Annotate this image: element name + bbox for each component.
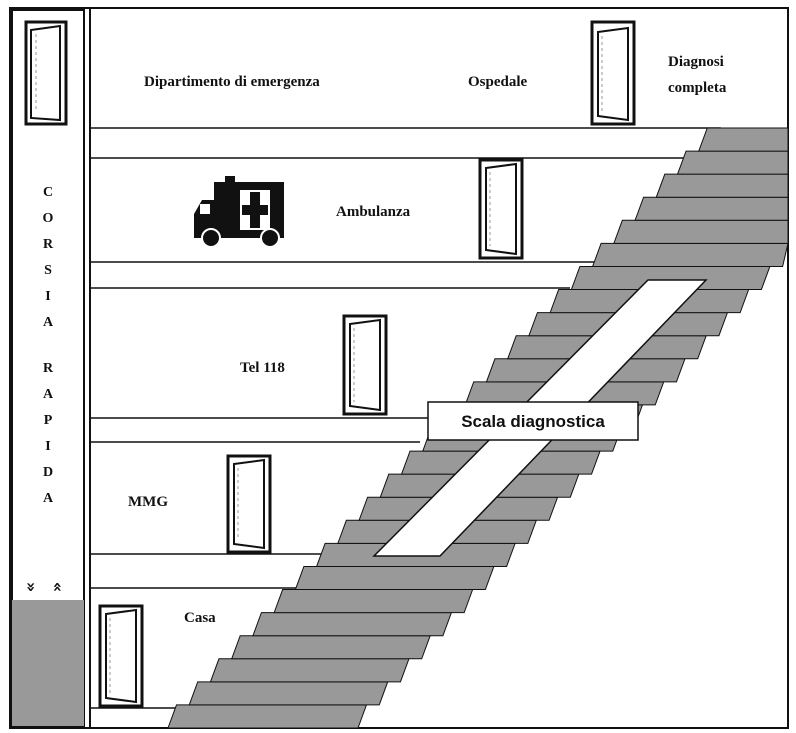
fast-track-letter: A [43,315,54,330]
fast-track-letter: I [45,289,50,304]
stair-step [209,658,410,683]
stair-step [230,635,431,660]
fast-track-letter: D [43,465,53,480]
fast-track-base [12,600,84,726]
stair-step [698,127,789,152]
fast-track-letter: C [43,185,53,200]
fast-track-letter: S [44,263,52,278]
fast-track-letter: R [43,237,54,252]
door-icon-ambulance [478,158,524,260]
fast-track-letter: R [43,361,54,376]
stair-step [188,681,389,706]
stair-step [294,565,495,591]
label-phone-118: Tel 118 [240,360,285,376]
fast-track-letter: I [45,439,50,454]
label-gp: MMG [128,494,168,510]
label-hospital: Ospedale [468,74,528,90]
door-icon-gp [226,454,272,554]
door-icon-home [98,604,144,708]
fast-track-letter: P [44,413,53,428]
label-complete-diagnosis-line2: completa [668,80,727,96]
stair-step [634,196,789,221]
stair-step [591,242,789,267]
label-home: Casa [184,610,216,626]
stair-step [273,589,474,614]
double-chevron-up-icon: » [47,582,66,592]
label-complete-diagnosis-line1: Diagnosi [668,54,724,70]
label-diagnostic-ladder: Scala diagnostica [461,412,605,431]
stair-step [613,219,789,244]
double-chevron-down-icon: » [22,582,41,592]
stair-step [252,612,453,637]
fast-track-door-icon [24,20,68,126]
label-ambulance: Ambulanza [336,204,411,220]
fast-track-letter: A [43,491,54,506]
stair-step [676,150,789,175]
door-icon-hospital [590,20,636,126]
fast-track-letter: A [43,387,54,402]
floor-slabs [90,127,721,709]
stair-step [167,704,368,729]
door-icon-phone [342,314,388,416]
stair-step [655,173,789,198]
fast-track-letter: O [43,211,54,226]
diagnostic-ladder-label-box: Scala diagnostica [427,401,639,441]
ambulance-icon [194,176,284,248]
label-emergency-department: Dipartimento di emergenza [144,74,320,90]
